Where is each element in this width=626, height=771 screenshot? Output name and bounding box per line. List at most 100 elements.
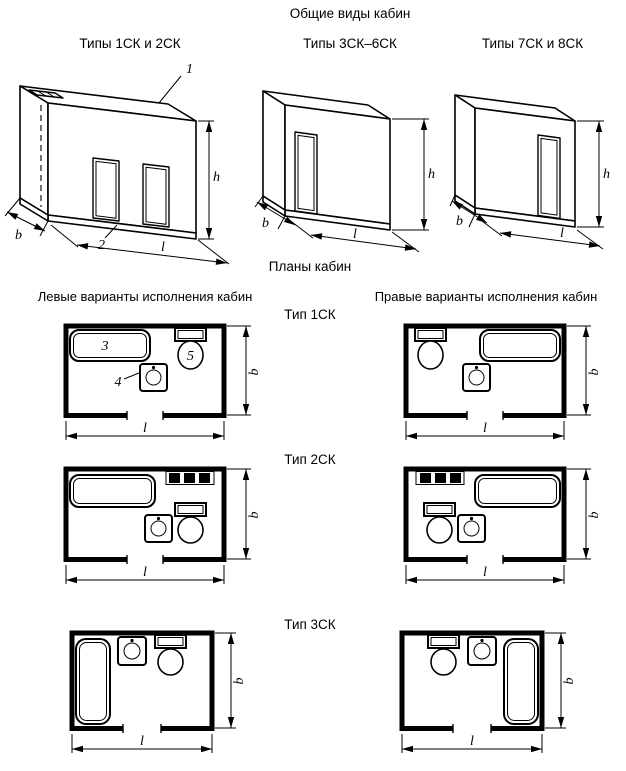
door-opening-3 [537,134,561,220]
dim-h-3: h [577,120,610,228]
isometric-view-3: h b l [449,94,610,250]
bathtub [75,638,111,725]
right-variants-heading: Правые варианты исполнения кабин [374,289,598,304]
walls [399,630,545,733]
dim-l: l [405,565,565,584]
door-openings-1 [92,157,170,228]
dim-l-3-label: l [560,226,564,241]
dim-l-label: l [140,734,144,749]
dim-b-1-label: b [15,228,22,243]
plan-2sk-left: b l [63,466,262,584]
bathtub [503,638,539,725]
bathtub [69,329,151,362]
walls [63,466,227,564]
toilet [423,502,456,544]
dim-l-label: l [143,421,147,436]
view1-label: Типы 1СК и 2СК [79,36,181,51]
dim-l-3: l [477,217,604,250]
dim-h-3-label: h [603,167,610,182]
callout-4: 4 [115,372,140,390]
type1-label: Тип 1СК [284,307,336,322]
view2-label: Типы 3СК–6СК [303,36,397,51]
dim-b-1: b [4,197,49,243]
dim-l: l [405,421,565,440]
left-face [19,85,49,216]
toilet [414,327,447,370]
toilet [174,327,207,370]
dim-b-label: b [587,512,602,519]
walls [63,323,227,420]
dim-b-label: b [562,678,577,685]
door-b [142,163,170,228]
bathtub [479,329,561,362]
vent-block [415,471,465,485]
page-title: Общие виды кабин [289,6,411,21]
callout-3-text: 3 [101,339,109,354]
dim-h-2: h [392,118,435,231]
dim-h-1: h [198,120,220,240]
toilet [154,634,187,676]
plan-3sk-left: b l [69,630,247,753]
dim-l-2: l [287,218,420,253]
dim-l: l [401,734,543,753]
dim-b-label: b [232,678,247,685]
dim-b: b [227,325,262,416]
dim-b-label: b [247,369,262,376]
dim-l-label: l [470,734,474,749]
type3-label: Тип 3СК [284,617,336,632]
door-opening-2 [294,131,318,215]
washbasin [117,636,147,666]
plan-2sk-right: b l [403,466,602,584]
dim-b: b [567,325,602,416]
walls [69,630,215,733]
type2-label: Тип 2СК [284,452,336,467]
dim-b: b [545,632,577,729]
dim-l-2-label: l [353,227,357,242]
washbasin [139,363,168,392]
callout-2-text: 2 [98,238,105,253]
dim-l-1: l [50,224,230,265]
walls [403,466,567,564]
isometric-view-2: h b l [254,90,435,253]
dim-b: b [227,468,262,560]
dim-h-1-label: h [213,170,220,185]
door-a [92,157,120,222]
washbasin [457,514,486,543]
plans-title: Планы кабин [268,259,352,274]
callout-1-text: 1 [186,62,193,77]
callout-5-text: 5 [187,349,194,364]
dim-b: b [567,468,602,560]
view3-label: Типы 7СК и 8СК [481,36,584,51]
toilet [427,634,460,676]
plan-3sk-right: b l [399,630,577,753]
plan-1sk-right: b l [403,323,602,440]
left-variants-heading: Левые варианты исполнения кабин [37,289,253,304]
dim-h-2-label: h [428,167,435,182]
toilet [174,502,207,544]
front-face [47,102,197,234]
dim-l: l [71,734,213,753]
dim-b-2: b [254,195,296,231]
cabin-box-2 [262,90,391,231]
dim-b-2-label: b [262,216,269,231]
isometric-view-1: 1 2 h b l [4,62,230,265]
vent-block [165,471,215,485]
roof-vent [28,89,64,99]
washbasin [462,363,491,392]
plan-1sk-left: 3 4 5 b l [63,323,262,440]
callout-4-text: 4 [115,375,122,390]
dim-l-label: l [143,565,147,580]
dim-l-1-label: l [161,240,165,255]
dim-l: l [65,565,225,584]
dim-b-label: b [247,512,262,519]
washbasin [467,636,497,666]
dim-l-label: l [483,565,487,580]
dim-b-3-label: b [456,214,463,229]
walls [403,323,567,420]
bathtub [69,474,156,508]
callout-1: 1 [158,62,193,104]
dim-b-label: b [587,369,602,376]
dim-b-3: b [449,194,488,229]
bathtub [474,474,561,508]
